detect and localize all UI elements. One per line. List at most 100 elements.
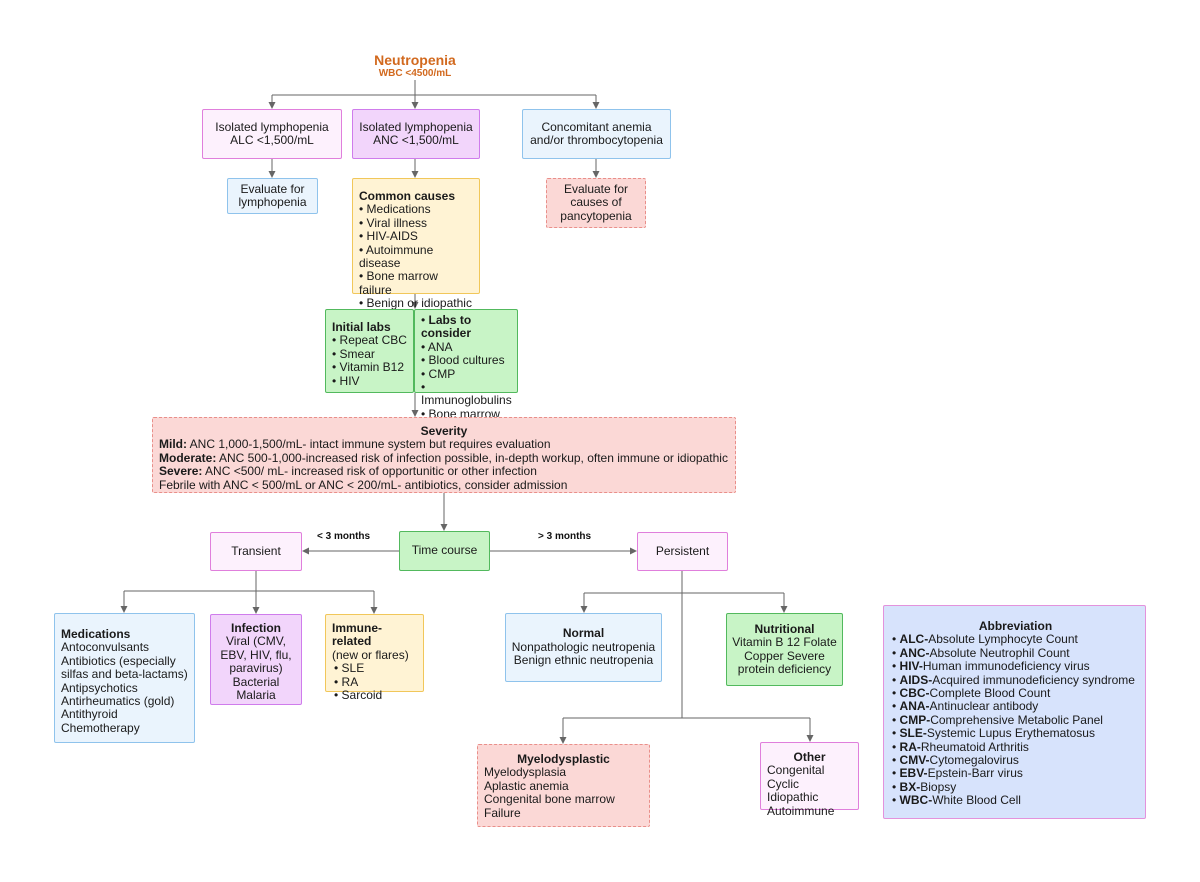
other-line: Congenital bbox=[767, 763, 825, 778]
transient-box: Transient bbox=[210, 532, 302, 571]
eval-lymph-line1: Evaluate for bbox=[240, 181, 305, 196]
immune-title: Immune- related bbox=[332, 621, 383, 649]
abbreviation-item: CMP-Comprehensive Metabolic Panel bbox=[892, 713, 1139, 727]
abbreviation-item: HIV-Human immunodeficiency virus bbox=[892, 660, 1139, 673]
infection-line: EBV, HIV, flu, bbox=[220, 647, 292, 662]
time-course-label: Time course bbox=[411, 543, 478, 558]
eval-pancyto-line1: Evaluate for bbox=[563, 181, 629, 196]
normal-line: Benign ethnic neutropenia bbox=[513, 653, 654, 668]
eval-lymph-line2: lymphopenia bbox=[238, 195, 307, 209]
list-item: Autoimmune disease bbox=[359, 243, 473, 271]
normal-box: Normal Nonpathologic neutropenia Benign … bbox=[505, 613, 662, 682]
severity-title: Severity bbox=[420, 424, 468, 438]
root-subtitle: WBC <4500/mL bbox=[378, 68, 452, 79]
infection-line: Bacterial bbox=[232, 674, 280, 689]
severity-mild: Mild: ANC 1,000-1,500/mL- intact immune … bbox=[159, 437, 551, 452]
list-item: RA bbox=[334, 675, 417, 689]
labs-to-consider-box: Labs to consider ANA Blood cultures CMP … bbox=[414, 309, 518, 434]
iso-anc-line2: ANC <1,500/mL bbox=[373, 133, 459, 147]
edge-root-split bbox=[272, 80, 596, 96]
evaluate-lymphopenia-box: Evaluate for lymphopenia bbox=[227, 178, 318, 214]
initial-labs-list: Repeat CBC Smear Vitamin B12 HIV bbox=[332, 333, 407, 388]
myelodysplastic-line: Congenital bone marrow bbox=[484, 792, 615, 807]
initial-labs-box: Initial labs Repeat CBC Smear Vitamin B1… bbox=[325, 309, 414, 393]
abbreviation-list: ALC-Absolute Lymphocyte Count ANC-Absolu… bbox=[892, 633, 1139, 807]
abbreviation-item: SLE-Systemic Lupus Erythematosus bbox=[892, 727, 1139, 740]
list-item: HIV bbox=[332, 374, 407, 388]
abbreviation-item: CMV-Cytomegalovirus bbox=[892, 753, 1139, 767]
list-item: Smear bbox=[332, 347, 407, 361]
list-item: Viral illness bbox=[359, 216, 473, 230]
iso-alc-line2: ALC <1,500/mL bbox=[230, 133, 314, 147]
infection-line: Viral (CMV, bbox=[225, 634, 287, 649]
time-course-box: Time course bbox=[399, 531, 490, 571]
list-item: Medications bbox=[359, 202, 473, 216]
severity-severe: Severe: ANC <500/ mL- increased risk of … bbox=[159, 464, 537, 479]
severity-febrile: Febrile with ANC < 500/mL or ANC < 200/m… bbox=[159, 477, 568, 492]
persistent-box: Persistent bbox=[637, 532, 728, 571]
immune-list: SLE RA Sarcoid bbox=[332, 661, 417, 702]
list-item: Repeat CBC bbox=[332, 333, 407, 347]
anemia-line1: Concomitant anemia bbox=[541, 119, 652, 134]
myelodysplastic-line: Failure bbox=[484, 805, 521, 820]
medications-box: Medications Antoconvulsants Antibiotics … bbox=[54, 613, 195, 743]
abbreviation-item: BX-Biopsy bbox=[892, 780, 1139, 794]
infection-line: paravirus) bbox=[229, 661, 283, 676]
common-causes-title: Common causes bbox=[359, 189, 456, 203]
medications-line: silfas and beta-lactams) bbox=[61, 667, 188, 682]
medications-line: Antirheumatics (gold) bbox=[61, 694, 175, 709]
infection-line: Malaria bbox=[236, 688, 276, 703]
immune-related-box: Immune- related (new or flares) SLE RA S… bbox=[325, 614, 424, 702]
abbreviation-box: Abbreviation ALC-Absolute Lymphocyte Cou… bbox=[883, 605, 1146, 819]
abbreviation-item: EBV-Epstein-Barr virus bbox=[892, 767, 1139, 780]
myelodysplastic-title: Myelodysplastic bbox=[517, 752, 610, 766]
severity-moderate: Moderate: ANC 500-1,000-increased risk o… bbox=[159, 450, 728, 465]
concomitant-anemia-box: Concomitant anemia and/or thrombocytopen… bbox=[522, 109, 671, 159]
medications-line: Antoconvulsants bbox=[61, 640, 150, 655]
medications-line: Antithyroid bbox=[61, 707, 118, 722]
abbreviation-item: ANA-Antinuclear antibody bbox=[892, 700, 1139, 713]
other-line: Autoimmune bbox=[767, 803, 835, 818]
medications-title: Medications bbox=[61, 627, 131, 641]
nutritional-line: protein deficiency bbox=[737, 661, 832, 676]
initial-labs-title: Initial labs bbox=[332, 320, 391, 334]
medications-line: Antibiotics (especially bbox=[61, 653, 176, 668]
myelodysplastic-line: Aplastic anemia bbox=[484, 778, 569, 793]
list-item: SLE bbox=[334, 661, 417, 675]
other-title: Other bbox=[793, 750, 826, 764]
list-item: Immunoglobulins bbox=[421, 381, 512, 408]
abbreviation-item: ALC-Absolute Lymphocyte Count bbox=[892, 633, 1139, 646]
abbreviation-item: RA-Rheumatoid Arthritis bbox=[892, 740, 1139, 754]
myelodysplastic-line: Myelodysplasia bbox=[484, 765, 567, 780]
list-item: HIV-AIDS bbox=[359, 229, 473, 243]
eval-pancyto-line3: pancytopenia bbox=[560, 208, 632, 223]
normal-title: Normal bbox=[562, 626, 605, 641]
other-line: Cyclic Idiopathic bbox=[767, 776, 819, 805]
infection-box: Infection Viral (CMV, EBV, HIV, flu, par… bbox=[210, 614, 302, 705]
labs-to-consider-title: Labs to consider bbox=[421, 313, 511, 341]
other-box: Other Congenital Cyclic Idiopathic Autoi… bbox=[760, 742, 859, 818]
abbreviation-item: CBC-Complete Blood Count bbox=[892, 686, 1139, 700]
abbreviation-item: AIDS-Acquired immunodeficiency syndrome bbox=[892, 673, 1139, 687]
abbreviation-title: Abbreviation bbox=[978, 619, 1053, 633]
list-item: Sarcoid bbox=[334, 688, 417, 702]
nutritional-title: Nutritional bbox=[754, 621, 815, 636]
iso-anc-line1: Isolated lymphopenia bbox=[359, 119, 473, 134]
root-title: Neutropenia bbox=[374, 52, 456, 68]
common-causes-box: Common causes Medications Viral illness … bbox=[352, 178, 480, 310]
list-item: CMP bbox=[421, 367, 511, 381]
isolated-lymphopenia-alc-box: Isolated lymphopenia ALC <1,500/mL bbox=[202, 109, 342, 159]
isolated-lymphopenia-anc-box: Isolated lymphopenia ANC <1,500/mL bbox=[352, 109, 480, 159]
myelodysplastic-box: Myelodysplastic Myelodysplasia Aplastic … bbox=[477, 744, 650, 827]
edge-label-less-than-3-months: < 3 months bbox=[317, 531, 371, 542]
list-item: Blood cultures bbox=[421, 353, 511, 367]
evaluate-pancytopenia-box: Evaluate for causes of pancytopenia bbox=[546, 178, 646, 228]
edge-transient-split bbox=[124, 571, 374, 592]
nutritional-box: Nutritional Vitamin B 12 Folate Copper S… bbox=[726, 613, 843, 686]
nutritional-line: Vitamin B 12 Folate bbox=[732, 635, 837, 650]
persistent-label: Persistent bbox=[655, 543, 710, 558]
list-item: Vitamin B12 bbox=[332, 360, 407, 374]
anemia-line2: and/or thrombocytopenia bbox=[530, 133, 663, 147]
nutritional-line: Copper Severe bbox=[744, 648, 825, 663]
